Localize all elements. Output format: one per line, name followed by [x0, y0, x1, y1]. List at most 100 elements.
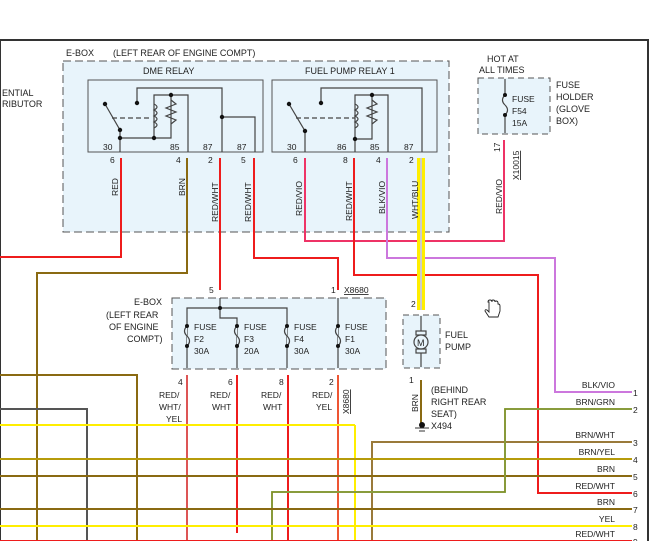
right-connector: BLK/VIO1BRN/GRN2BRN/WHT3BRN/YEL4BRN5RED/…: [575, 380, 638, 541]
f2-wire-1: RED/: [159, 390, 180, 400]
fuel-pump-loc-3: SEAT): [431, 409, 457, 419]
right-row-pin: 1: [633, 388, 638, 398]
wire-brn-dme85: [36, 158, 188, 541]
ebox-connector-x8680: X8680: [344, 285, 369, 295]
fuel-pump-relay-dots: [286, 92, 375, 142]
right-row-pin: 2: [633, 405, 638, 415]
fuse-id: F2: [194, 334, 204, 344]
fuse-out-pin-4: 4: [178, 377, 183, 387]
fpr-conn-2: 2: [409, 155, 414, 165]
fuse-holder-loc-4: BOX): [556, 116, 578, 126]
fuse-id: F3: [244, 334, 254, 344]
fuse-holder-box: [477, 77, 551, 135]
right-row-wire-label: BRN: [597, 497, 615, 507]
fuel-pump-loc-1: (BEHIND: [431, 385, 469, 395]
wire-red-dme30: [0, 158, 122, 258]
fuel-pump-motor: [413, 316, 429, 367]
ground-wire-label: BRN: [410, 394, 420, 412]
ebox-top-location: (LEFT REAR OF ENGINE COMPT): [113, 48, 255, 58]
ebox-fuses-box: [171, 297, 387, 370]
wire-blkvio-fpr85: [386, 158, 632, 393]
dme-relay-title: DME RELAY: [143, 66, 194, 76]
right-row-wire-label: BRN: [597, 464, 615, 474]
wire-redvio-fpr30: [304, 140, 505, 242]
fuse-rating: 20A: [244, 346, 259, 356]
wire-label-whtblu: WHT/BLU: [410, 181, 420, 219]
right-row-wire-label: BRN/YEL: [579, 447, 616, 457]
fpr-conn-6: 6: [293, 155, 298, 165]
fpr-pin-30: 30: [287, 142, 297, 152]
fuel-pump-label-1: FUEL: [445, 330, 468, 340]
fuse-out-pin-8: 8: [279, 377, 284, 387]
ebox-pin-1: 1: [331, 285, 336, 295]
dme-relay-dots: [102, 92, 225, 141]
hot-label-1: HOT AT: [487, 54, 519, 64]
right-row-pin: 8: [633, 522, 638, 532]
dme-relay-internals: [104, 87, 256, 152]
fuel-pump-loc-2: RIGHT REAR: [431, 397, 487, 407]
right-row-pin: 5: [633, 472, 638, 482]
fuse-f2: FUSE F2 30A: [183, 322, 217, 356]
fuse-rating: 30A: [194, 346, 209, 356]
dme-pin-87a: 87: [203, 142, 213, 152]
f2-wire-2: WHT/: [159, 402, 181, 412]
left-cut-label-2: RIBUTOR: [2, 99, 43, 109]
right-row-wire-label: RED/WHT: [575, 481, 615, 491]
wire-label-redwht-a: RED/WHT: [210, 182, 220, 222]
fuse-rating: 30A: [294, 346, 309, 356]
fuse-holder-loc-1: FUSE: [556, 80, 580, 90]
wire-redwht-fpr86: [353, 158, 632, 494]
dme-pin-87b: 87: [237, 142, 247, 152]
fuel-pump-relay-title: FUEL PUMP RELAY 1: [305, 66, 395, 76]
fpr-conn-4: 4: [376, 155, 381, 165]
fuse-name: FUSE: [294, 322, 317, 332]
dme-pin-30: 30: [103, 142, 113, 152]
left-cut-label-1: ENTIAL: [2, 88, 34, 98]
fuse-holder-pin: 17: [492, 142, 502, 152]
dme-relay-box: [87, 79, 264, 153]
fpr-pin-85: 85: [370, 142, 380, 152]
ground-icon: [415, 422, 429, 432]
dme-pin-85: 85: [170, 142, 180, 152]
right-row-pin: 4: [633, 455, 638, 465]
fpr-pin-87: 87: [404, 142, 414, 152]
right-row-pin: 3: [633, 438, 638, 448]
f3-wire-1: RED/: [210, 390, 231, 400]
fuse-out-pin-2: 2: [329, 377, 334, 387]
fuse-name: FUSE: [244, 322, 267, 332]
fuse-f54-label: FUSE: [512, 94, 535, 104]
f1-wire-1: RED/: [312, 390, 333, 400]
fpr-conn-8: 8: [343, 155, 348, 165]
ebox-fuses-label-1: E-BOX: [134, 297, 162, 307]
fuse-holder-connector: X10015: [511, 150, 521, 180]
hand-cursor-icon: [484, 299, 501, 318]
fuse-f54-rating: 15A: [512, 118, 527, 128]
dme-conn-2: 2: [208, 155, 213, 165]
right-row-pin: 9: [633, 537, 638, 541]
f1-wire-2: YEL: [316, 402, 332, 412]
wire-label-redwht-c: RED/WHT: [344, 181, 354, 221]
fuse-name: FUSE: [345, 322, 368, 332]
dme-conn-4: 4: [176, 155, 181, 165]
f4-wire-2: WHT: [263, 402, 282, 412]
fuse-holder-loc-3: (GLOVE: [556, 104, 590, 114]
f4-wire-1: RED/: [261, 390, 282, 400]
ebox-fuses-label-4: COMPT): [127, 334, 163, 344]
wire-label-redwht-b: RED/WHT: [243, 182, 253, 222]
fuel-pump-pin-1: 1: [409, 375, 414, 385]
wire-label-red: RED: [110, 178, 120, 196]
ground-label: X494: [431, 421, 452, 431]
fuel-pump-pin-2: 2: [411, 299, 416, 309]
wire-label-blkvio: BLK/VIO: [377, 181, 387, 214]
right-row-wire-label: BLK/VIO: [582, 380, 615, 390]
fuse-f3: FUSE F3 20A: [233, 322, 267, 356]
fuse-name: FUSE: [194, 322, 217, 332]
fuse-out-connector: X8680: [341, 389, 351, 414]
right-row-wire-label: BRN/GRN: [576, 397, 615, 407]
fuse-out-pin-6: 6: [228, 377, 233, 387]
wires: [0, 140, 632, 541]
fuse-rating: 30A: [345, 346, 360, 356]
